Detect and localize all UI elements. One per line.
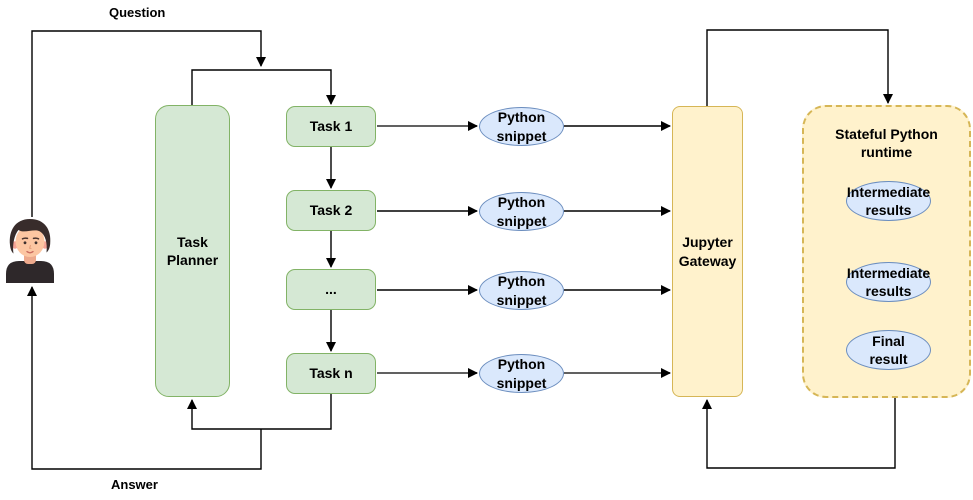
python-snippet-4-node: Python snippet <box>479 354 564 393</box>
task-dots-node: ... <box>286 269 376 310</box>
task-planner-node: Task Planner <box>155 105 230 397</box>
intermediate-results-2-node: Intermediate results <box>846 262 931 302</box>
arrow-split-to-task1 <box>191 69 336 105</box>
task-1-node: Task 1 <box>286 106 376 147</box>
python-snippet-3-node: Python snippet <box>479 271 564 310</box>
python-snippet-1-node: Python snippet <box>479 107 564 146</box>
arrow-gateway-runtime <box>706 29 893 106</box>
intermediate-results-1-node: Intermediate results <box>846 181 931 221</box>
question-label: Question <box>109 5 166 20</box>
task-n-node: Task n <box>286 353 376 394</box>
arrow-runtime-gateway <box>702 398 896 469</box>
runtime-title: Stateful Python runtime <box>835 126 938 161</box>
user-avatar-icon <box>6 219 54 283</box>
stateful-runtime-container: Stateful Python runtime Intermediate res… <box>802 105 971 398</box>
python-snippet-2-node: Python snippet <box>479 192 564 231</box>
jupyter-gateway-node: Jupyter Gateway <box>672 106 743 397</box>
arrow-taskn-planner <box>187 394 332 430</box>
answer-label: Answer <box>111 477 158 492</box>
final-result-node: Final result <box>846 330 931 370</box>
task-2-node: Task 2 <box>286 190 376 231</box>
